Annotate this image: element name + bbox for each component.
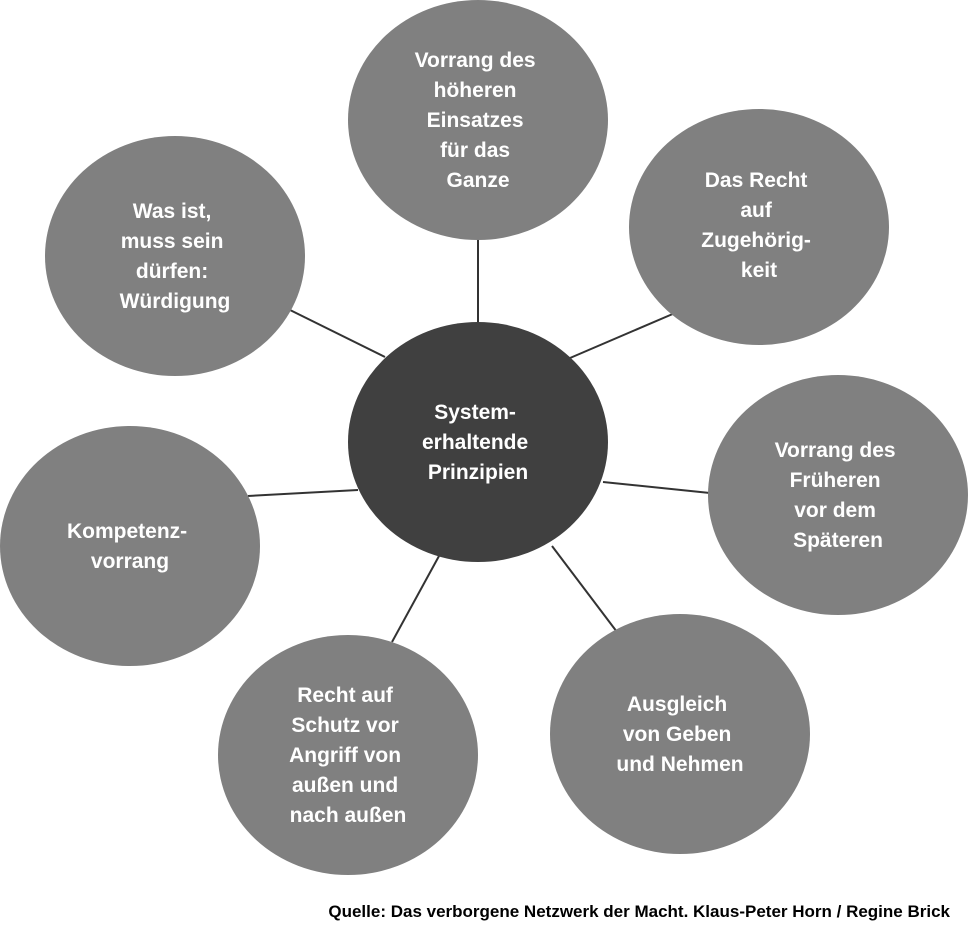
node-label-line: auf xyxy=(740,199,773,222)
center-label-line: erhaltende xyxy=(422,431,528,454)
node-label-line: Vorrang des xyxy=(775,439,896,462)
node-recht-auf-schutz: Recht auf Schutz vor Angriff von außen u… xyxy=(218,635,478,875)
node-label-line: Schutz vor xyxy=(291,714,398,737)
node-label-line: Ausgleich xyxy=(627,693,727,716)
node-label: Ausgleich von Geben und Nehmen xyxy=(616,693,743,776)
node-label-line: Kompetenz- xyxy=(67,520,187,543)
node-label: Kompetenz- vorrang xyxy=(67,520,193,573)
connector-kompetenzvorrang xyxy=(247,489,359,497)
node-label-line: außen und xyxy=(292,774,398,797)
node-label: Recht auf Schutz vor Angriff von außen u… xyxy=(289,684,407,827)
node-label-line: Recht auf xyxy=(297,684,394,707)
connectors xyxy=(247,240,711,643)
node-label-line: Was ist, xyxy=(133,200,212,223)
node-label: Vorrang des höheren Einsatzes für das Ga… xyxy=(415,49,542,192)
node-label-line: dürfen: xyxy=(136,260,208,283)
connector-wuerdigung xyxy=(287,308,386,358)
connector-ausgleich-geben-nehmen xyxy=(551,545,618,633)
node-label-line: für das xyxy=(440,139,510,162)
node-label: Was ist, muss sein dürfen: Würdigung xyxy=(120,200,231,313)
node-label: Das Recht auf Zugehörig- keit xyxy=(701,169,817,282)
center-node: System- erhaltende Prinzipien xyxy=(348,322,608,562)
node-label-line: nach außen xyxy=(290,804,407,827)
node-label-line: Ganze xyxy=(446,169,509,192)
node-vorrang-des-frueheren: Vorrang des Früheren vor dem Späteren xyxy=(708,375,968,615)
center-circle xyxy=(348,322,608,562)
node-label: Vorrang des Früheren vor dem Späteren xyxy=(775,439,902,552)
node-label-line: Früheren xyxy=(790,469,881,492)
node-label-line: Zugehörig- xyxy=(701,229,811,252)
node-kompetenzvorrang: Kompetenz- vorrang xyxy=(0,426,260,666)
node-label-line: Das Recht xyxy=(705,169,808,192)
connector-recht-auf-schutz xyxy=(391,555,440,643)
node-label-line: Würdigung xyxy=(120,290,231,313)
node-circle xyxy=(45,136,305,376)
node-vorrang-hoeherer-einsatz: Vorrang des höheren Einsatzes für das Ga… xyxy=(348,0,608,240)
node-label-line: vorrang xyxy=(91,550,169,573)
node-label-line: höheren xyxy=(434,79,517,102)
node-label-line: keit xyxy=(741,259,777,282)
node-label-line: Späteren xyxy=(793,529,883,552)
node-circle xyxy=(0,426,260,666)
node-label-line: Vorrang des xyxy=(415,49,536,72)
node-label-line: von Geben xyxy=(623,723,732,746)
node-recht-auf-zugehoerigkeit: Das Recht auf Zugehörig- keit xyxy=(629,109,889,345)
connector-recht-auf-zugehoerigkeit xyxy=(569,312,676,359)
node-circle xyxy=(629,109,889,345)
node-circle xyxy=(218,635,478,875)
node-ausgleich-geben-nehmen: Ausgleich von Geben und Nehmen xyxy=(550,614,810,854)
node-circle xyxy=(708,375,968,615)
connector-vorrang-des-frueheren xyxy=(602,481,711,494)
node-label-line: muss sein xyxy=(121,230,224,253)
center-label: System- erhaltende Prinzipien xyxy=(422,401,534,484)
node-label-line: Angriff von xyxy=(289,744,401,767)
source-citation: Quelle: Das verborgene Netzwerk der Mach… xyxy=(328,902,950,921)
node-label-line: Einsatzes xyxy=(427,109,524,132)
node-circle xyxy=(348,0,608,240)
node-wuerdigung: Was ist, muss sein dürfen: Würdigung xyxy=(45,136,305,376)
node-label-line: vor dem xyxy=(794,499,876,522)
node-circle xyxy=(550,614,810,854)
center-label-line: Prinzipien xyxy=(428,461,528,484)
center-label-line: System- xyxy=(434,401,516,424)
node-label-line: und Nehmen xyxy=(616,753,743,776)
